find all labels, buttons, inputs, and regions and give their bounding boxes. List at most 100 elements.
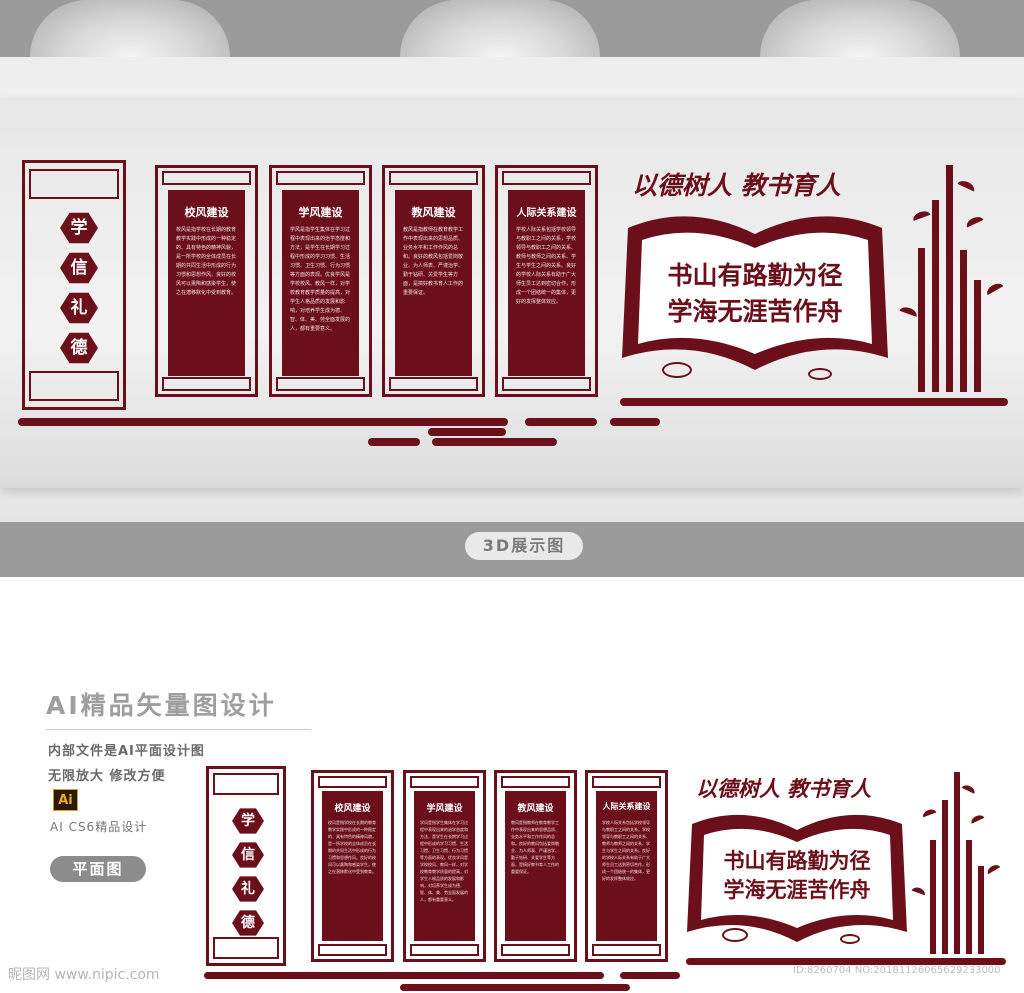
lattice-bottom [592, 944, 661, 956]
panel-body-bg: 人际关系建设 学校人际关系包括学校领导与教职工之间的关系，学校领导与教职工之间的… [508, 190, 585, 376]
panel-title: 人际关系建设 [602, 802, 651, 811]
title-divider [46, 729, 311, 730]
lattice-top [162, 171, 251, 185]
motto-text: 以德树人 教书育人 [632, 171, 841, 200]
panel-jiaofeng-3d: 教风建设 教风是指教师在教育教学工作中表现出来的思想品质、业务水平和工作作风的总… [382, 165, 485, 397]
info-line-1: 内部文件是AI平面设计图 [48, 744, 205, 759]
lattice-top [410, 776, 479, 788]
watermark-text: 昵图网 www.nipic.com [8, 967, 160, 983]
virtue-xin: 信 [232, 842, 264, 868]
base-bar [610, 418, 660, 426]
bamboo-leaf-icon [969, 813, 985, 824]
bamboo-stalk [942, 800, 948, 954]
panel-body-bg: 教风建设 教风是指教师在教育教学工作中表现出来的思想品质、业务水平和工作作风的总… [505, 791, 566, 941]
bamboo-stalk [966, 840, 972, 954]
base-bar [428, 428, 506, 436]
base-bar [400, 984, 630, 991]
top-gray-band [0, 0, 1024, 57]
base-bar [432, 438, 557, 446]
lattice-bottom [29, 371, 119, 401]
ai-file-icon: Ai [53, 789, 78, 811]
image-id-text: ID:8260704 NO:20181126065629233000 [793, 965, 1001, 976]
info-line-3: AI CS6精品设计 [50, 820, 148, 834]
bamboo-stalk [974, 280, 981, 392]
ai-design-title: AI精品矢量图设计 [46, 691, 277, 720]
panel-text: 学风是指学生集体在学习过程中表现出来的治学态度和方法，是学生在长期学习过程中形成… [290, 227, 351, 332]
panel-xiaofeng-3d: 校风建设 校风是指学校在长期的教育教学实践中形成的一种稳定的、具有特色的精神风貌… [155, 165, 258, 397]
panel-renji-3d: 人际关系建设 学校人际关系包括学校领导与教职工之间的关系，学校领导与教职工之间的… [495, 165, 598, 397]
verse-line-1: 书山有路勤为径 [667, 261, 843, 290]
spotlight-right [760, 0, 960, 57]
virtue-de: 德 [60, 332, 98, 364]
lattice-top [213, 773, 279, 795]
virtue-li: 礼 [60, 292, 98, 324]
verse-line-1: 书山有路勤为径 [723, 849, 871, 873]
panel-text: 学校人际关系包括学校领导与教职工之间的关系，学校领导与教职工之间的关系、教师与教… [602, 820, 650, 881]
open-book-icon [687, 814, 907, 942]
panel-body-bg: 校风建设 校风是指学校在长期的教育教学实践中形成的一种稳定的、具有特色的精神风貌… [168, 190, 245, 376]
info-line-2: 无限放大 修改方便 [48, 769, 166, 784]
bamboo-stalk [918, 248, 925, 392]
panel-xiaofeng-flat: 校风建设 校风是指学校在长期的教育教学实践中形成的一种稳定的、具有特色的精神风貌… [311, 770, 394, 962]
panel-renji-flat: 人际关系建设 学校人际关系包括学校领导与教职工之间的关系，学校领导与教职工之间的… [585, 770, 668, 962]
bamboo-stalk [946, 165, 953, 392]
panel-xuefeng-3d: 学风建设 学风是指学生集体在学习过程中表现出来的治学态度和方法，是学生在长期学习… [269, 165, 372, 397]
panel-body-bg: 人际关系建设 学校人际关系包括学校领导与教职工之间的关系，学校领导与教职工之间的… [596, 791, 657, 941]
lattice-top [501, 776, 570, 788]
lattice-bottom [389, 377, 478, 391]
panel-title: 学风建设 [298, 206, 343, 219]
verse-line-2: 学海无涯苦作舟 [723, 878, 871, 902]
base-bar [620, 398, 1008, 406]
spotlight-center [400, 0, 600, 57]
virtue-xue: 学 [232, 808, 264, 834]
panel-text: 教风是指教师在教育教学工作中表现出来的思想品质、业务水平和工作作风的总和。良好的… [511, 820, 559, 874]
base-bar [368, 438, 420, 446]
bamboo-stalk [978, 866, 984, 954]
base-bar [620, 972, 680, 979]
motto-text: 以德树人 教书育人 [696, 776, 872, 801]
panel-text: 学风是指学生集体在学习过程中表现出来的治学态度和方法，是学生在长期学习过程中形成… [420, 820, 468, 902]
virtue-xue: 学 [60, 212, 98, 244]
bamboo-stalk [954, 772, 960, 954]
lattice-top [276, 171, 365, 185]
cloud-icon [808, 368, 832, 380]
bamboo-leaf-icon [911, 885, 927, 896]
cloud-icon [722, 928, 748, 942]
lattice-bottom [502, 377, 591, 391]
lattice-top [29, 169, 119, 199]
lattice-top [389, 171, 478, 185]
lattice-bottom [501, 944, 570, 956]
base-bar [686, 958, 1006, 965]
virtue-li: 礼 [232, 876, 264, 902]
virtue-de: 德 [232, 910, 264, 936]
virtue-frame-flat: 学 信 礼 德 [206, 766, 286, 966]
label-flat-view: 平面图 [50, 856, 146, 882]
cloud-icon [662, 362, 692, 378]
panel-title: 人际关系建设 [516, 208, 577, 219]
panel-body-bg: 学风建设 学风是指学生集体在学习过程中表现出来的治学态度和方法，是学生在长期学习… [282, 190, 359, 376]
lattice-top [318, 776, 387, 788]
panel-xuefeng-flat: 学风建设 学风是指学生集体在学习过程中表现出来的治学态度和方法，是学生在长期学习… [403, 770, 486, 962]
bamboo-leaf-icon [985, 862, 1001, 875]
panel-body-bg: 教风建设 教风是指教师在教育教学工作中表现出来的思想品质、业务水平和工作作风的总… [395, 190, 472, 376]
open-book-icon [622, 216, 888, 370]
panel-title: 校风建设 [184, 206, 229, 219]
panel-text: 学校人际关系包括学校领导与教职工之间的关系，学校领导与教职工之间的关系、教师与教… [516, 227, 577, 305]
lattice-bottom [410, 944, 479, 956]
virtue-frame-3d: 学 信 礼 德 [22, 160, 126, 410]
cloud-icon [840, 934, 860, 944]
panel-body-bg: 学风建设 学风是指学生集体在学习过程中表现出来的治学态度和方法，是学生在长期学习… [414, 791, 475, 941]
spotlight-left [30, 0, 230, 57]
panel-title: 学风建设 [426, 804, 463, 814]
lattice-bottom [162, 377, 251, 391]
panel-text: 教风是指教师在教育教学工作中表现出来的思想品质、业务水平和工作作风的总和。良好的… [403, 227, 464, 296]
panel-body-bg: 校风建设 校风是指学校在长期的教育教学实践中形成的一种稳定的、具有特色的精神风貌… [322, 791, 383, 941]
virtue-xin: 信 [60, 252, 98, 284]
bamboo-stalk [932, 200, 939, 392]
base-bar [204, 972, 604, 979]
label-3d-view: 3D展示图 [465, 532, 583, 560]
base-bar [525, 418, 597, 426]
panel-title: 校风建设 [334, 804, 371, 814]
panel-text: 校风是指学校在长期的教育教学实践中形成的一种稳定的、具有特色的精神风貌，是一所学… [176, 227, 237, 296]
verse-line-2: 学海无涯苦作舟 [667, 297, 843, 326]
